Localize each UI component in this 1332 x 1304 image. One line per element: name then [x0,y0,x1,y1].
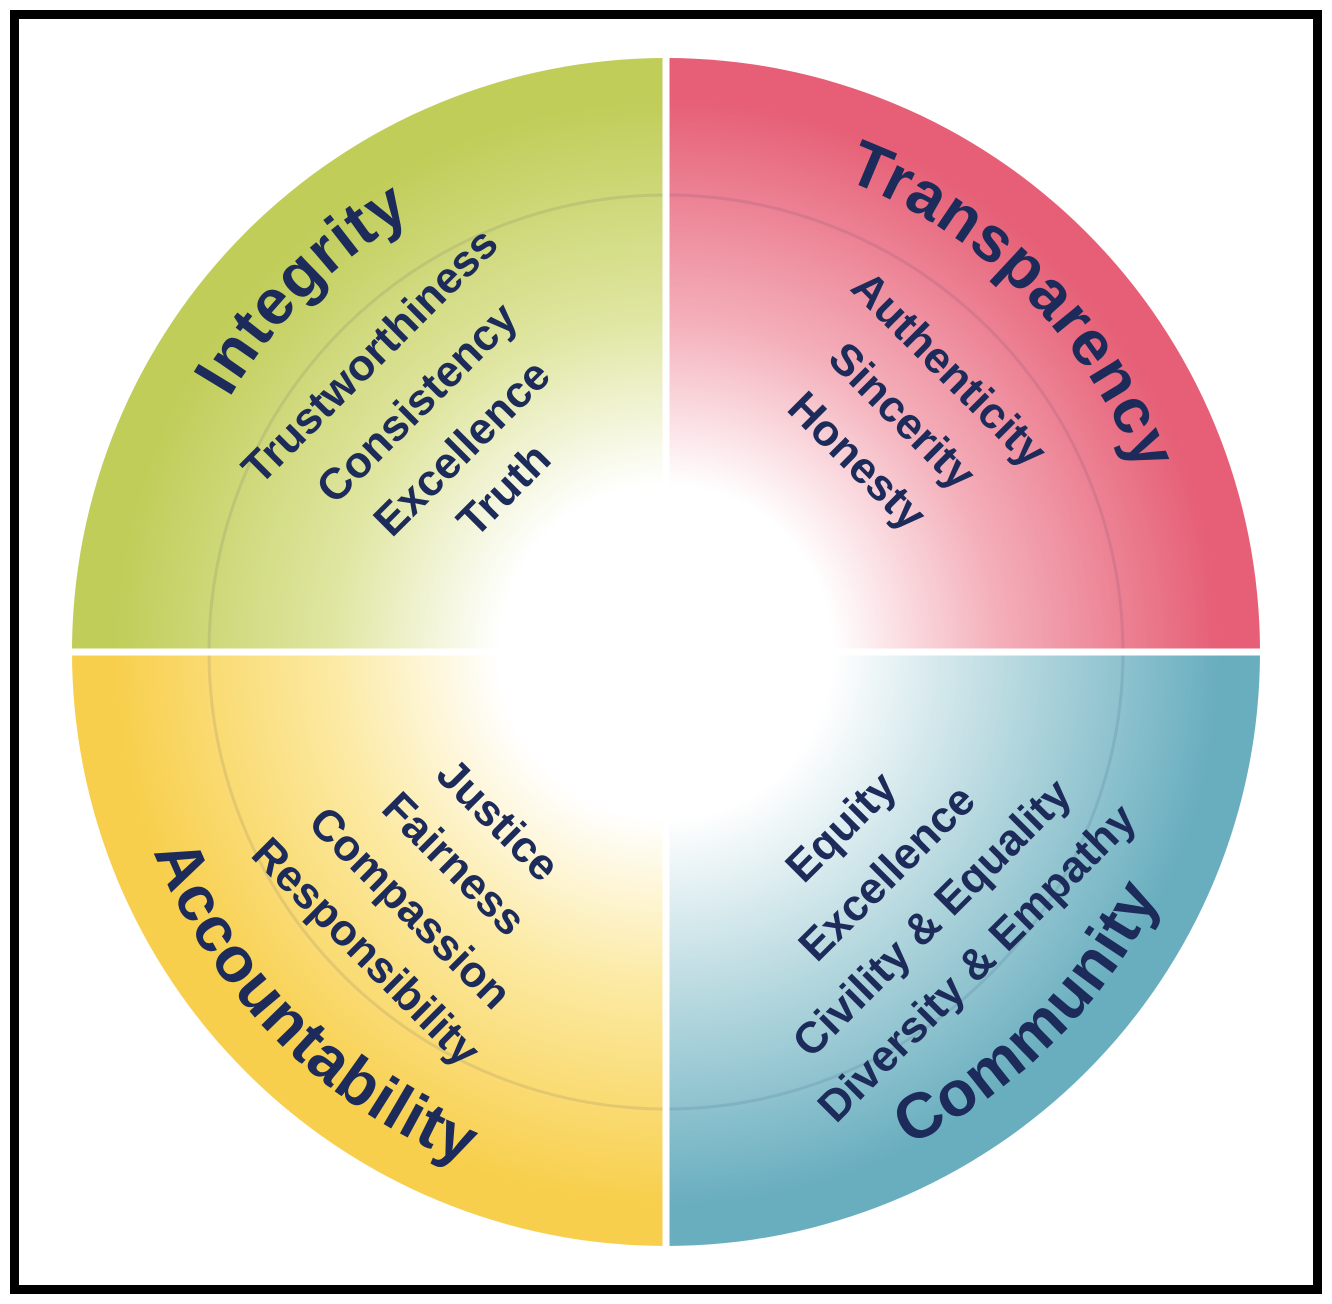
quadrant-community [666,652,1260,1246]
quadrant-accountability [72,652,666,1246]
quadrant-transparency [666,58,1260,652]
quadrant-integrity [72,58,666,652]
